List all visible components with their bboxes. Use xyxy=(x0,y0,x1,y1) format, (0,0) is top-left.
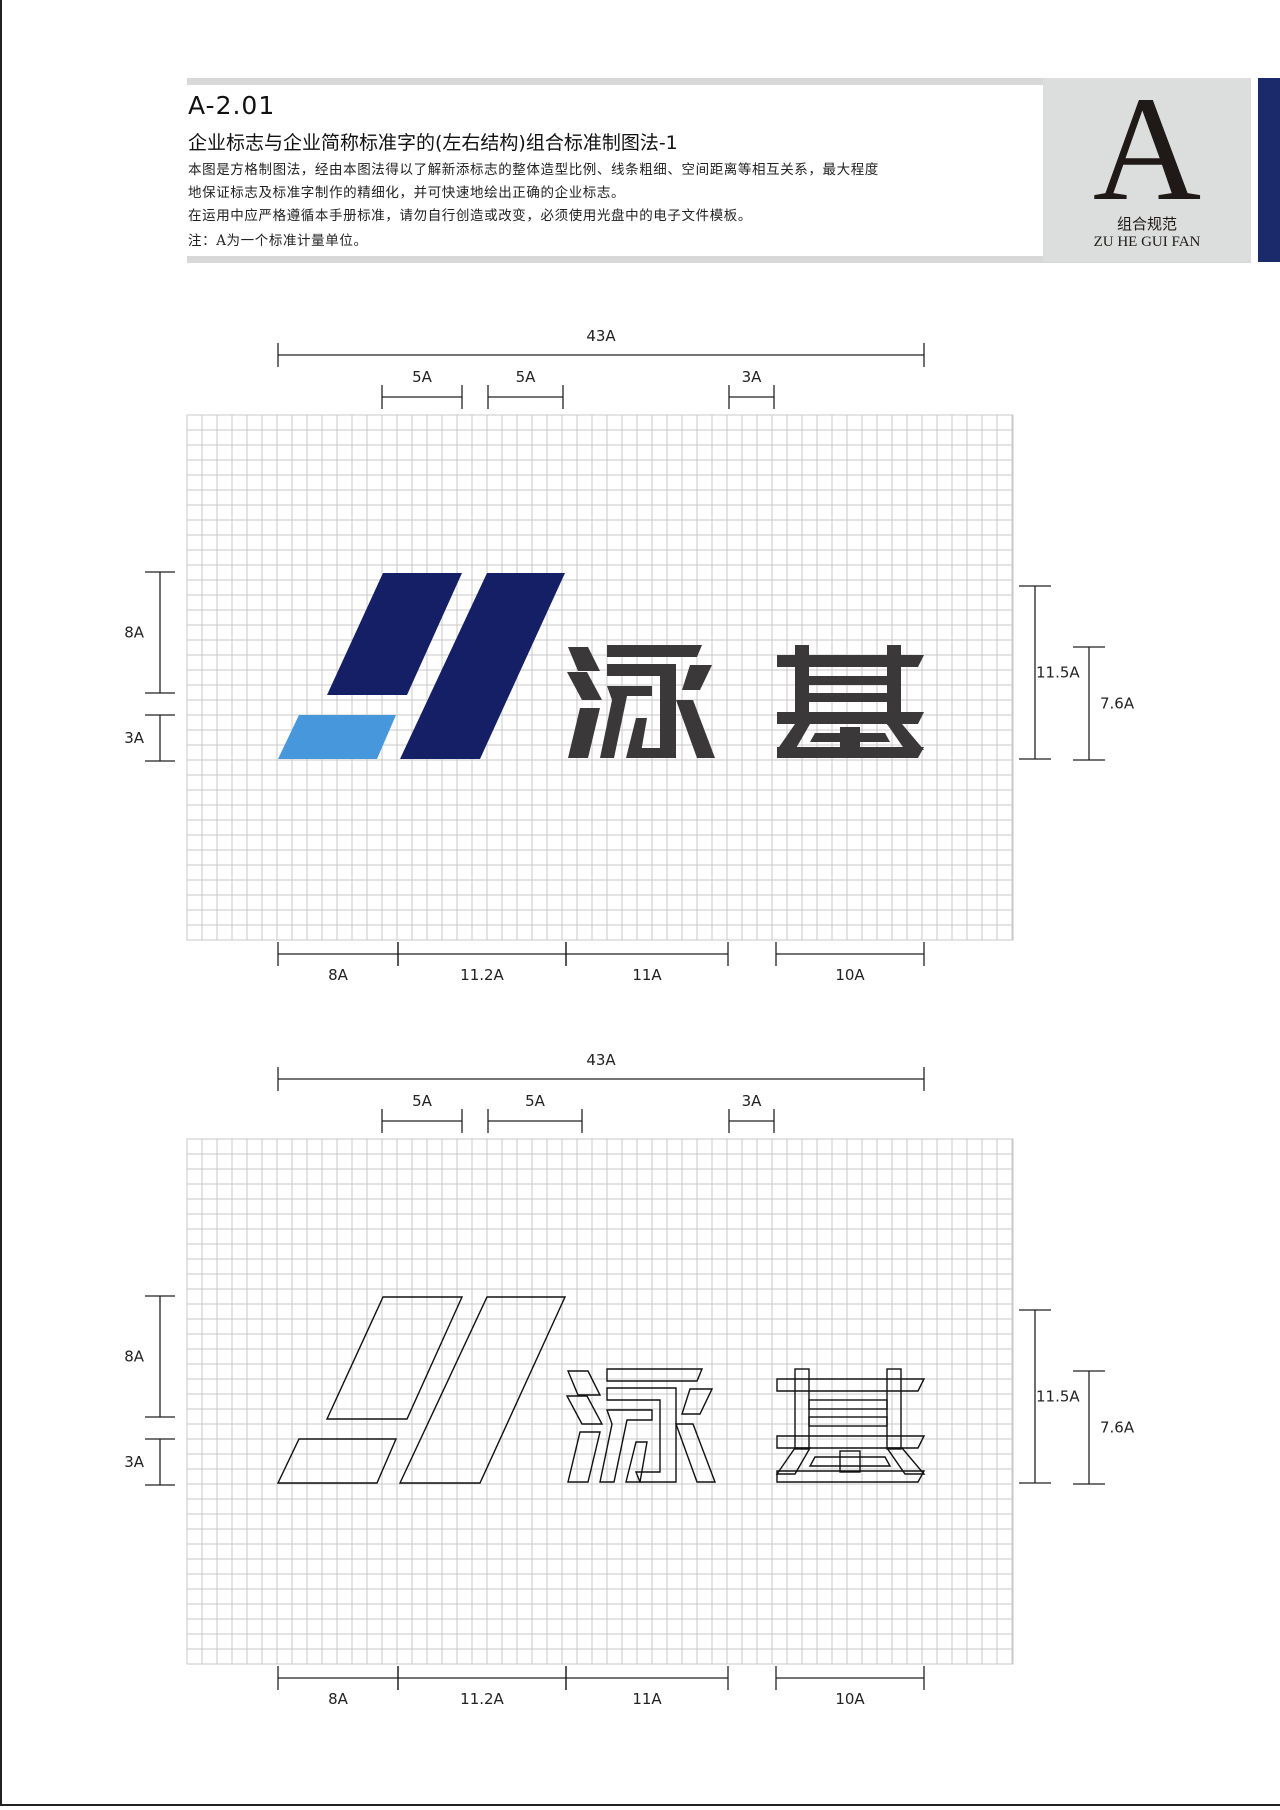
dimension-label: 11A xyxy=(632,1690,662,1708)
logo-accent-bar xyxy=(278,715,396,759)
dimension-label: 8A xyxy=(124,624,145,642)
diagram-content: 43A 5A 5A 3A 8A 11.2A 11A 10A 8A 3A 11.5A 7.6A xyxy=(124,1051,1135,1708)
dimension-top-2: 5A xyxy=(487,1092,583,1133)
page-border-left xyxy=(0,0,2,1806)
dimension-label: 5A xyxy=(525,1092,546,1110)
page-code: A-2.01 xyxy=(188,91,276,120)
logo-mark xyxy=(276,1296,567,1484)
section-name-en: ZU HE GUI FAN xyxy=(1093,234,1201,250)
logo-long-bar xyxy=(400,573,565,759)
dimension-left-0: 8A xyxy=(124,571,175,694)
note-line: 注：A为一个标准计量单位。 xyxy=(188,233,368,249)
description-line-1: 本图是方格制图法，经由本图法得以了解新添标志的整体造型比例、线条粗细、空间距离等… xyxy=(188,162,879,178)
grid-diagram-outline: 43A 5A 5A 3A 8A 11.2A 11A 10A 8A 3A 11.5A 7.6A xyxy=(124,1051,1135,1708)
description-line-3: 在运用中应严格遵循本手册标准，请勿自行创造或改变，必须使用光盘中的电子文件模板。 xyxy=(188,208,752,224)
logo-upper-bar xyxy=(325,1296,464,1420)
dimension-label: 3A xyxy=(742,368,763,386)
dimension-left-1: 3A xyxy=(124,1438,175,1486)
logo-upper-bar xyxy=(327,573,462,695)
dimension-label: 43A xyxy=(586,1051,616,1069)
dimension-label: 3A xyxy=(742,1092,763,1110)
section-panel: A 组合规范 ZU HE GUI FAN xyxy=(1043,74,1251,262)
dimension-label: 7.6A xyxy=(1100,1419,1135,1437)
logo-wordmark xyxy=(565,1368,926,1483)
dimension-label: 8A xyxy=(124,1348,145,1366)
dimension-label: 3A xyxy=(124,729,145,747)
dimension-top-3: 3A xyxy=(728,1092,775,1133)
dimension-bottom-2: 11A xyxy=(565,942,729,984)
dimension-label: 11.2A xyxy=(460,1690,504,1708)
page-border-bottom xyxy=(0,1804,1280,1806)
grid-diagram-filled: 43A 5A 5A 3A 8A 11.2A 11A 10A 8A 3A 11.5A 7.6A xyxy=(124,327,1135,984)
dimension-bottom-1: 11.2A xyxy=(397,1666,567,1708)
logo-long-bar xyxy=(398,1296,567,1484)
dimension-label: 5A xyxy=(516,368,537,386)
logo-accent-bar xyxy=(276,1438,398,1484)
accent-bar xyxy=(1258,78,1280,262)
dimension-right-text-height: 7.6A xyxy=(1073,1370,1135,1485)
dimension-label: 11.5A xyxy=(1036,664,1080,682)
dimension-label: 5A xyxy=(412,1092,433,1110)
dimension-label: 5A xyxy=(412,368,433,386)
dimension-right-height: 11.5A xyxy=(1019,585,1080,760)
dimension-bottom-3: 10A xyxy=(775,942,925,984)
dimension-right-text-height: 7.6A xyxy=(1073,646,1135,761)
dimension-label: 10A xyxy=(835,966,865,984)
dimension-top-1: 5A xyxy=(381,1092,463,1133)
dimension-bottom-0: 8A xyxy=(277,942,399,984)
header-band-bottom xyxy=(187,256,1251,263)
dimension-total-width: 43A xyxy=(277,327,925,367)
dimension-label: 43A xyxy=(586,327,616,345)
dimension-top-1: 5A xyxy=(381,368,463,409)
section-letter: A xyxy=(1092,66,1202,232)
page-title: 企业标志与企业简称标准字的(左右结构)组合标准制图法-1 xyxy=(188,132,678,154)
description-line-2: 地保证标志及标准字制作的精细化，并可快速地绘出正确的企业标志。 xyxy=(188,185,626,201)
dimension-bottom-0: 8A xyxy=(277,1666,399,1708)
grid-lines xyxy=(186,1138,1014,1665)
header-text-block: A-2.01 企业标志与企业简称标准字的(左右结构)组合标准制图法-1 本图是方… xyxy=(188,85,1038,256)
header-band-top xyxy=(187,78,1251,85)
dimension-label: 8A xyxy=(328,966,349,984)
logo-mark xyxy=(278,573,565,759)
section-name-cn: 组合规范 xyxy=(1116,215,1177,233)
dimension-right-height: 11.5A xyxy=(1019,1309,1080,1484)
dimension-bottom-2: 11A xyxy=(565,1666,729,1708)
dimension-bottom-3: 10A xyxy=(775,1666,925,1708)
dimension-label: 11.2A xyxy=(460,966,504,984)
logo-wordmark xyxy=(567,645,924,758)
dimension-label: 11.5A xyxy=(1036,1388,1080,1406)
dimension-top-3: 3A xyxy=(728,368,775,409)
dimension-label: 11A xyxy=(632,966,662,984)
dimension-bottom-1: 11.2A xyxy=(397,942,567,984)
diagram-content: 43A 5A 5A 3A 8A 11.2A 11A 10A 8A 3A 11.5A 7.6A xyxy=(124,327,1135,984)
dimension-total-width: 43A xyxy=(277,1051,925,1091)
dimension-left-1: 3A xyxy=(124,714,175,762)
dimension-label: 8A xyxy=(328,1690,349,1708)
dimension-label: 7.6A xyxy=(1100,695,1135,713)
dimension-left-0: 8A xyxy=(124,1295,175,1418)
grid-frame xyxy=(186,1138,1014,1665)
dimension-label: 3A xyxy=(124,1453,145,1471)
ji-top-bar xyxy=(776,1378,926,1392)
dimension-label: 10A xyxy=(835,1690,865,1708)
dimension-top-2: 5A xyxy=(487,368,564,409)
